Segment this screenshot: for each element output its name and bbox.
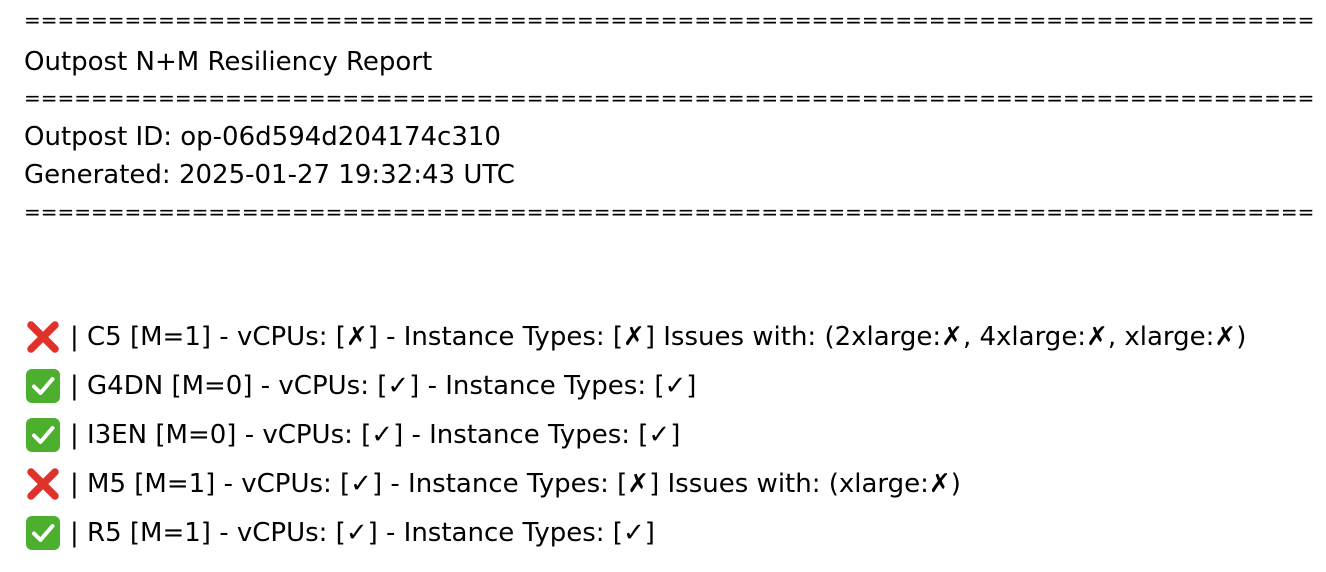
status-row-r5: | R5 [M=1] - vCPUs: [✓] - Instance Types… [24,514,655,552]
red-cross-icon [24,318,62,356]
separator-bottom: ========================================… [24,200,1314,224]
separator-top: ========================================… [24,8,1314,32]
green-check-icon [24,514,62,552]
green-check-icon [24,367,62,405]
status-row-g4dn: | G4DN [M=0] - vCPUs: [✓] - Instance Typ… [24,367,696,405]
outpost-id: Outpost ID: op-06d594d204174c310 [24,122,501,152]
status-row-text: | R5 [M=1] - vCPUs: [✓] - Instance Types… [70,518,655,548]
status-row-text: | I3EN [M=0] - vCPUs: [✓] - Instance Typ… [70,420,681,450]
status-row-text: | M5 [M=1] - vCPUs: [✓] - Instance Types… [70,469,961,499]
separator-middle: ========================================… [24,86,1314,110]
status-row-c5: | C5 [M=1] - vCPUs: [✗] - Instance Types… [24,318,1246,356]
red-cross-icon [24,465,62,503]
status-row-m5: | M5 [M=1] - vCPUs: [✓] - Instance Types… [24,465,961,503]
status-row-text: | G4DN [M=0] - vCPUs: [✓] - Instance Typ… [70,371,697,401]
status-row-i3en: | I3EN [M=0] - vCPUs: [✓] - Instance Typ… [24,416,680,454]
generated-timestamp: Generated: 2025-01-27 19:32:43 UTC [24,160,515,190]
report-title: Outpost N+M Resiliency Report [24,47,433,77]
status-row-text: | C5 [M=1] - vCPUs: [✗] - Instance Types… [70,322,1247,352]
green-check-icon [24,416,62,454]
